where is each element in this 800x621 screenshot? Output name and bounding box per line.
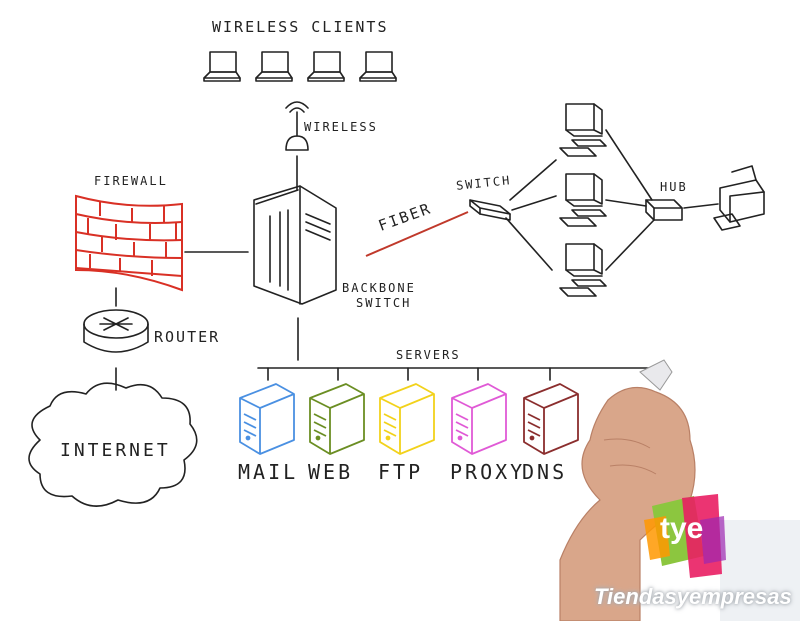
server-dns-icon — [523, 383, 579, 455]
internet-label: INTERNET — [60, 440, 171, 461]
router-label: ROUTER — [154, 328, 221, 346]
firewall-icon — [75, 194, 183, 292]
fiber-link — [365, 211, 469, 257]
hand-with-marker-icon — [559, 359, 800, 621]
workstation-icon — [559, 243, 607, 297]
firewall-label: FIREWALL — [94, 174, 168, 188]
brand-logo-text: tye — [660, 512, 704, 545]
laptop-icon — [307, 51, 345, 82]
server-web-icon — [309, 383, 365, 455]
server-web-label: WEB — [308, 460, 354, 484]
backbone-switch-icon — [253, 185, 337, 305]
workstation-icon — [559, 173, 607, 227]
wireless-access-point-icon — [285, 101, 309, 151]
backbone-switch-label: SWITCH — [356, 296, 412, 310]
servers-label: SERVERS — [396, 348, 461, 362]
router-icon — [83, 309, 149, 353]
wireless-clients-label: WIRELESS CLIENTS — [212, 18, 389, 36]
server-proxy-label: PROXY — [450, 460, 526, 484]
server-dns-label: DNS — [522, 460, 568, 484]
hub-icon — [645, 199, 683, 221]
server-ftp-label: FTP — [378, 460, 424, 484]
server-ftp-icon — [379, 383, 435, 455]
laptop-icon — [359, 51, 397, 82]
server-mail-icon — [239, 383, 295, 455]
hub-label: HUB — [660, 180, 688, 194]
workstation-icon — [559, 103, 607, 157]
printer-icon — [713, 165, 765, 231]
brand-logo-icon — [644, 494, 726, 578]
network-switch-icon — [469, 199, 511, 221]
server-proxy-icon — [451, 383, 507, 455]
internet-cloud-icon — [28, 382, 198, 507]
server-mail-label: MAIL — [238, 460, 299, 484]
wireless-label: WIRELESS — [304, 120, 378, 134]
backbone-label: BACKBONE — [342, 281, 416, 295]
laptop-icon — [255, 51, 293, 82]
watermark-text: Tiendasyempresas — [594, 584, 792, 609]
laptop-icon — [203, 51, 241, 82]
